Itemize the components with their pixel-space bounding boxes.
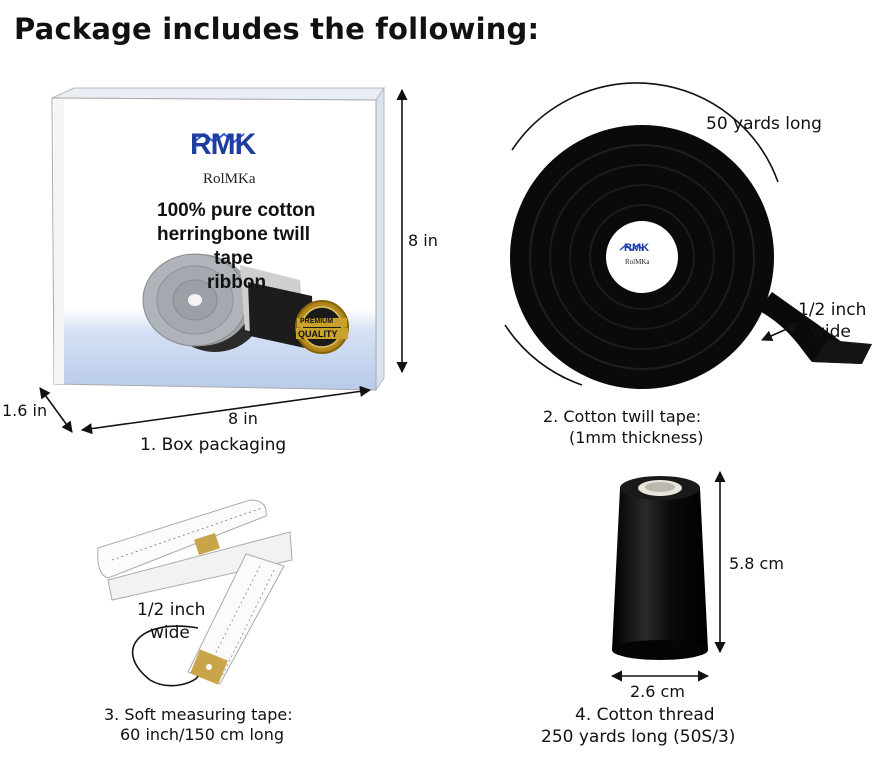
box-width-arrow bbox=[80, 385, 372, 435]
box-depth-label: 1.6 in bbox=[2, 401, 48, 420]
tape-caption-1: 2. Cotton twill tape: bbox=[543, 407, 702, 426]
page-title: Package includes the following: bbox=[14, 12, 540, 46]
thread-caption-1: 4. Cotton thread bbox=[575, 705, 715, 725]
tape-label bbox=[606, 221, 678, 293]
tape-width-arrow bbox=[760, 322, 800, 342]
badge-quality: QUALITY bbox=[298, 329, 338, 339]
thread-height-label: 5.8 cm bbox=[729, 554, 784, 573]
tape-label-logo: RMK bbox=[624, 242, 650, 254]
box-caption: 1. Box packaging bbox=[140, 435, 287, 455]
measure-caption-1: 3. Soft measuring tape: bbox=[104, 705, 293, 724]
box-brand-logo: RMK bbox=[190, 128, 256, 161]
box-depth-arrow bbox=[39, 387, 73, 433]
tape-width-label-2: wide bbox=[811, 322, 851, 342]
twill-tape-roll bbox=[510, 125, 872, 389]
thread-caption-2: 250 yards long (50S/3) bbox=[541, 727, 736, 747]
badge-premium: PREMIUM bbox=[300, 318, 334, 325]
thread-width-label: 2.6 cm bbox=[630, 682, 685, 701]
box-line-4: ribbon bbox=[207, 272, 267, 293]
measure-width-pointer bbox=[131, 625, 199, 687]
box-illustration bbox=[51, 86, 385, 392]
tape-label-name: RolMKa bbox=[625, 258, 650, 266]
tape-caption-2: (1mm thickness) bbox=[569, 428, 704, 447]
box-width-label: 8 in bbox=[228, 409, 258, 428]
measure-width-label-1: 1/2 inch bbox=[137, 600, 206, 620]
thread-spool bbox=[612, 476, 708, 660]
measure-width-label-2: wide bbox=[150, 623, 190, 643]
tape-width-label-1: 1/2 inch bbox=[798, 300, 867, 320]
box-height-label: 8 in bbox=[408, 231, 438, 250]
box-line-2: herringbone twill bbox=[157, 224, 311, 245]
box-brand-name: RolMKa bbox=[203, 171, 256, 187]
measure-caption-2: 60 inch/150 cm long bbox=[120, 725, 284, 744]
measuring-tape bbox=[97, 499, 293, 685]
tape-length-label: 50 yards long bbox=[706, 114, 822, 134]
tape-length-arc bbox=[511, 82, 779, 183]
box-line-3: tape bbox=[214, 248, 254, 269]
box-line-1: 100% pure cotton bbox=[157, 200, 316, 221]
